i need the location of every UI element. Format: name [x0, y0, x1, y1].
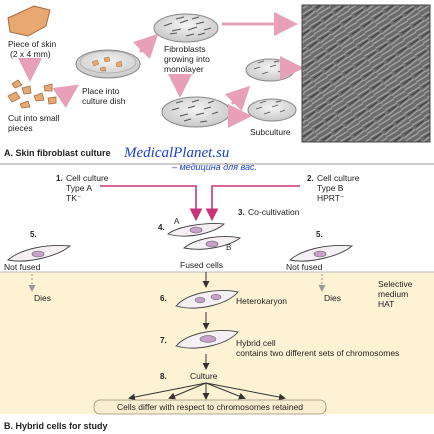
hybrid-cell-line1: Hybrid cell — [236, 338, 276, 348]
not-fused-right-label: Not fused — [286, 262, 323, 272]
monolayer-dish — [153, 13, 219, 43]
heterokaryon-label: Heterokaryon — [236, 296, 287, 306]
fibroblasts-label-2: growing into — [164, 54, 210, 64]
step5-right-number: 5. — [316, 230, 323, 239]
cell-a-label: A — [174, 217, 180, 226]
step1-line1: Cell culture — [66, 173, 109, 183]
cell-a — [167, 223, 225, 237]
fibroblasts-label-1: Fibroblasts — [164, 44, 206, 54]
dies-right-label: Dies — [324, 293, 341, 303]
culture-fanout-arrows — [128, 382, 286, 401]
unfused-cell-right — [289, 245, 354, 262]
step1-number: 1. — [56, 174, 63, 183]
watermark-site: MedicalPlanet.su — [123, 145, 229, 161]
step5-left-number: 5. — [30, 230, 37, 239]
arrow-culture-a-to-cocultivation — [100, 185, 203, 222]
unfused-cell-left — [7, 245, 72, 262]
piece-of-skin-label-1: Piece of skin — [8, 39, 56, 49]
selective-medium-line3: HAT — [378, 299, 394, 309]
not-fused-left-label: Not fused — [4, 262, 41, 272]
place-into-dish-label-2: culture dish — [82, 96, 126, 106]
step7-number: 7. — [160, 336, 167, 345]
fibroblast-micrograph — [301, 4, 431, 143]
cut-pieces-label-2: pieces — [8, 123, 33, 133]
hybrid-cell-line2: contains two different sets of chromosom… — [236, 348, 399, 358]
place-into-dish-label-1: Place into — [82, 86, 120, 96]
piece-of-skin-label-2: (2 x 4 mm) — [10, 49, 51, 59]
step1-line3: TK⁻ — [66, 193, 82, 203]
subculture-dish-1 — [161, 96, 231, 128]
selective-medium-line1: Selective — [378, 279, 413, 289]
small-skin-pieces — [7, 79, 57, 109]
cell-b — [182, 236, 242, 250]
step2-number: 2. — [307, 174, 314, 183]
step2-line2: Type B — [317, 183, 344, 193]
panel-b-label: B. Hybrid cells for study — [4, 421, 108, 431]
step2-line1: Cell culture — [317, 173, 360, 183]
subculture-dish-3 — [247, 98, 297, 122]
subculture-dish-2 — [245, 58, 295, 82]
result-box — [93, 399, 327, 415]
subculture-label: Subculture — [250, 127, 291, 137]
culture-dish — [75, 49, 141, 79]
result-label: Cells differ with respect to chromosomes… — [117, 402, 303, 412]
step1-line2: Type A — [66, 183, 92, 193]
skin-piece — [7, 5, 51, 37]
fibroblasts-label-3: monolayer — [164, 64, 204, 74]
step8-number: 8. — [160, 372, 167, 381]
step4-number: 4. — [158, 223, 165, 232]
step6-number: 6. — [160, 294, 167, 303]
step3-number: 3. — [238, 208, 245, 217]
hybrid-cell — [175, 330, 239, 349]
arrow-dish-to-monolayer — [132, 33, 159, 60]
heterokaryon-cell — [175, 290, 239, 309]
step3-label: Co-cultivation — [248, 207, 300, 217]
arrow-culture-b-to-cocultivation — [205, 185, 300, 222]
watermark-tagline: – медицина для вас. — [171, 162, 257, 172]
fused-cells-label: Fused cells — [180, 260, 223, 270]
step2-line3: HPRT⁻ — [317, 193, 345, 203]
selective-medium-line2: medium — [378, 289, 408, 299]
arrow-to-subculture-upper — [224, 85, 251, 112]
arrow-pieces-to-dish — [52, 84, 79, 108]
culture-label: Culture — [190, 371, 218, 381]
cell-b-label: B — [226, 243, 231, 252]
dies-left-label: Dies — [34, 293, 51, 303]
cut-pieces-label-1: Cut into small — [8, 113, 60, 123]
panel-a-label: A. Skin fibroblast culture — [4, 148, 111, 158]
